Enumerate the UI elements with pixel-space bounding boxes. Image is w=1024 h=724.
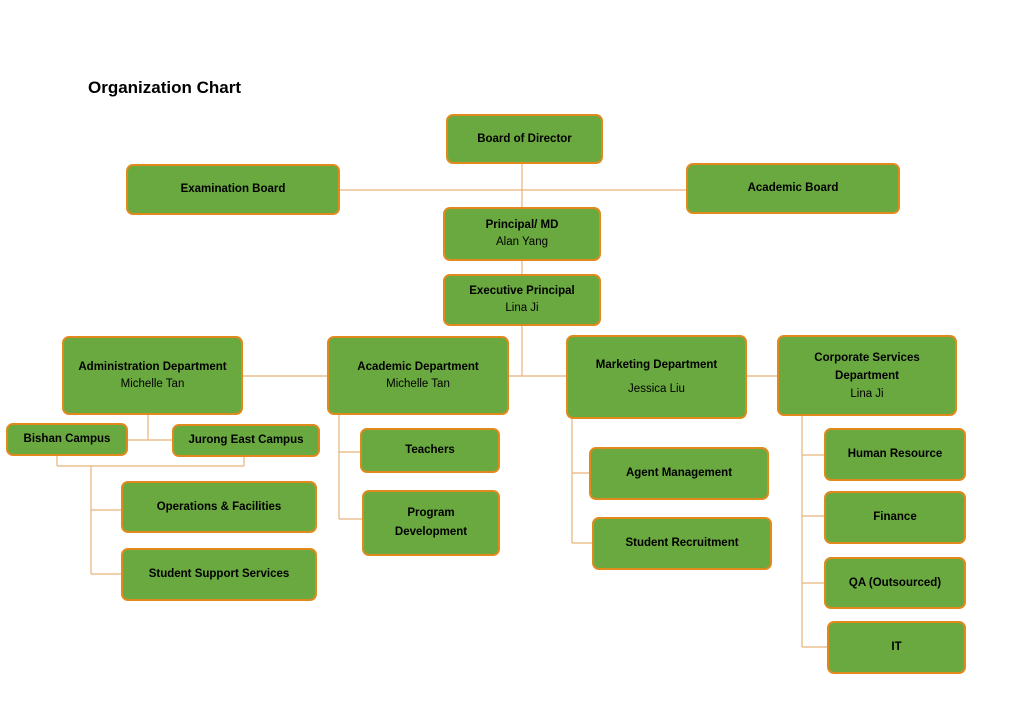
node-title: Human Resource <box>847 448 943 460</box>
node-title: Student Recruitment <box>625 537 739 549</box>
node-title: Jurong East Campus <box>188 434 304 446</box>
node-title: Academic Board <box>747 182 839 194</box>
page-title: Organization Chart <box>88 78 242 97</box>
node-title-line1: Program <box>407 507 455 519</box>
node-title: Board of Director <box>477 132 572 145</box>
node-title: Marketing Department <box>595 359 718 371</box>
node-title: Agent Management <box>625 467 733 479</box>
node-title-line2: Development <box>394 526 468 538</box>
node-student-support-services[interactable]: Student Support Services <box>121 548 317 601</box>
node-title: Executive Principal <box>469 285 575 297</box>
node-executive-principal[interactable]: Executive Principal Lina Ji <box>443 274 601 326</box>
node-board-of-director[interactable]: Board of Director <box>446 114 603 164</box>
node-title-line1: Corporate Services <box>814 351 920 364</box>
node-person-name: Jessica Liu <box>628 383 685 395</box>
node-title: Student Support Services <box>148 568 290 580</box>
node-title: Bishan Campus <box>23 433 111 445</box>
node-principal-md[interactable]: Principal/ MD Alan Yang <box>443 207 601 261</box>
node-bishan-campus[interactable]: Bishan Campus <box>6 423 128 456</box>
node-person-name: Michelle Tan <box>120 377 185 390</box>
node-title-line2: Department <box>835 369 899 382</box>
node-teachers[interactable]: Teachers <box>360 428 500 473</box>
node-marketing-department[interactable]: Marketing Department Jessica Liu <box>566 335 747 419</box>
node-title: Academic Department <box>357 360 479 373</box>
node-person-name: Lina Ji <box>850 387 884 400</box>
node-academic-department[interactable]: Academic Department Michelle Tan <box>327 336 509 415</box>
node-corporate-services-department[interactable]: Corporate Services Department Lina Ji <box>777 335 957 416</box>
node-title: Administration Department <box>78 360 227 373</box>
node-program-development[interactable]: Program Development <box>362 490 500 556</box>
node-person-name: Lina Ji <box>505 302 539 314</box>
node-qa-outsourced[interactable]: QA (Outsourced) <box>824 557 966 609</box>
node-title: Teachers <box>405 444 455 456</box>
node-academic-board[interactable]: Academic Board <box>686 163 900 214</box>
node-title: Operations & Facilities <box>156 500 282 513</box>
node-examination-board[interactable]: Examination Board <box>126 164 340 215</box>
node-title: IT <box>891 641 902 653</box>
node-it[interactable]: IT <box>827 621 966 674</box>
node-title: Principal/ MD <box>485 219 559 231</box>
node-person-name: Alan Yang <box>495 236 548 248</box>
node-title: Examination Board <box>180 183 286 195</box>
node-title: QA (Outsourced) <box>848 576 942 589</box>
node-finance[interactable]: Finance <box>824 491 966 544</box>
node-student-recruitment[interactable]: Student Recruitment <box>592 517 772 570</box>
node-operations-facilities[interactable]: Operations & Facilities <box>121 481 317 533</box>
node-jurong-east-campus[interactable]: Jurong East Campus <box>172 424 320 457</box>
node-agent-management[interactable]: Agent Management <box>589 447 769 500</box>
node-administration-department[interactable]: Administration Department Michelle Tan <box>62 336 243 415</box>
node-title: Finance <box>873 511 917 523</box>
node-human-resource[interactable]: Human Resource <box>824 428 966 481</box>
node-person-name: Michelle Tan <box>386 377 450 390</box>
